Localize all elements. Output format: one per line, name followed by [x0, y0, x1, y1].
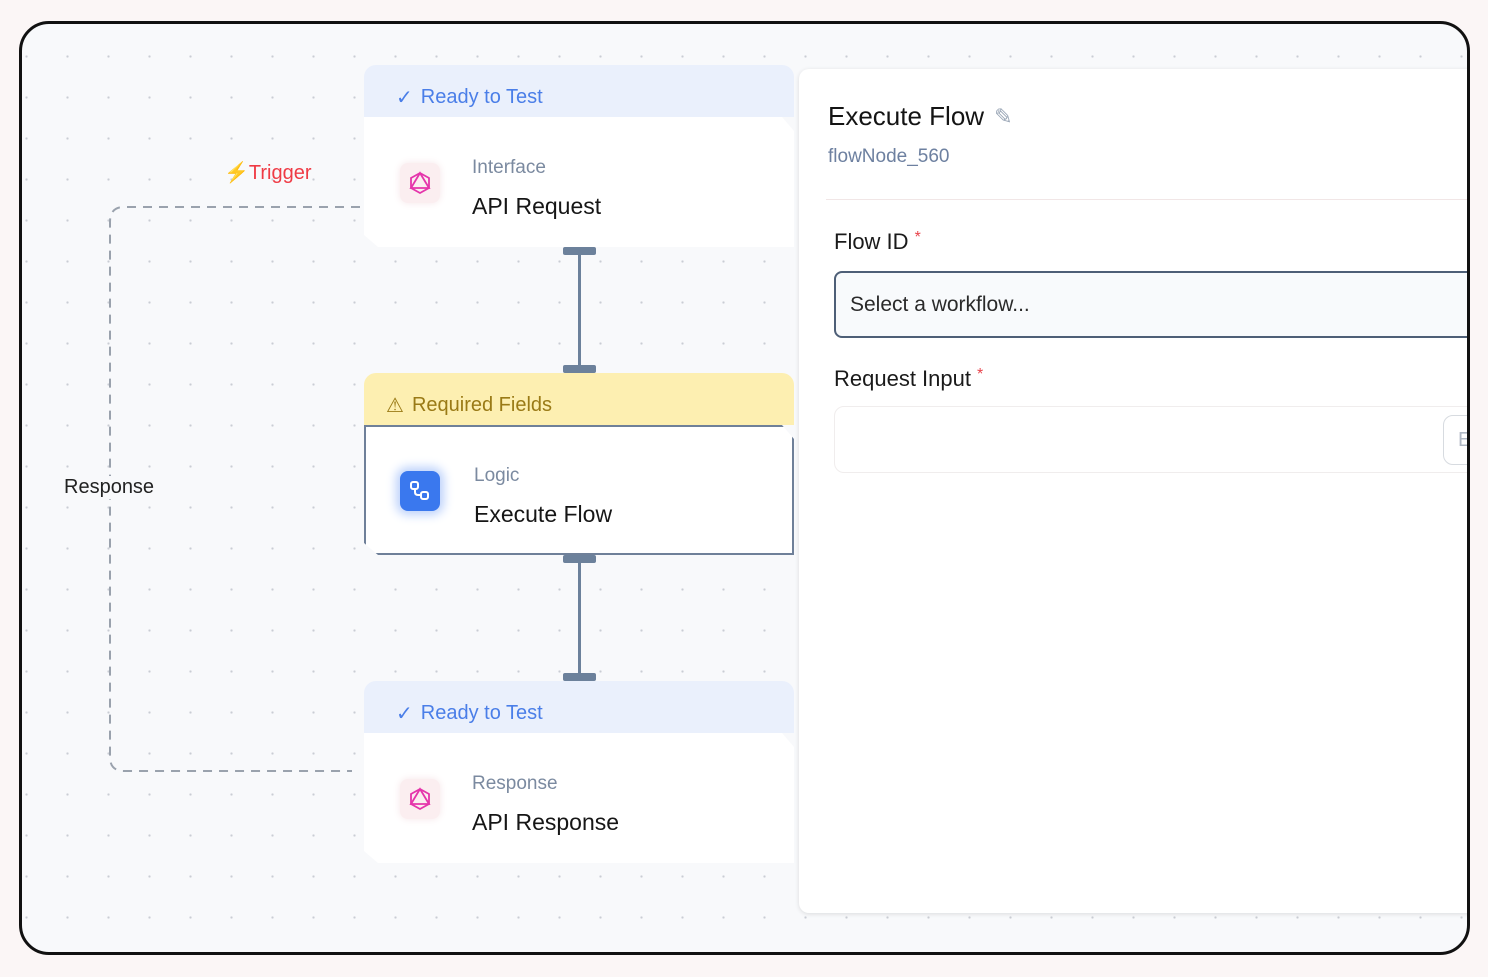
- node-status: Ready to Test: [420, 85, 543, 108]
- node-id: flowNode_560: [828, 146, 950, 167]
- check-icon: ✓: [396, 702, 413, 725]
- panel-title: Execute Flow: [828, 101, 985, 131]
- request-input-field[interactable]: E: [834, 406, 1467, 473]
- edge: [578, 560, 581, 676]
- flow-canvas[interactable]: ⚡Trigger Response ✓Ready to Test Interfa…: [19, 21, 1470, 955]
- output-handle[interactable]: [563, 555, 596, 563]
- node-api-request[interactable]: ✓Ready to Test Interface API Request: [364, 65, 794, 247]
- flow-id-label: Flow ID*: [834, 229, 921, 254]
- node-execute-flow[interactable]: ⚠Required Fields Logic Execute Flow: [364, 373, 794, 555]
- response-loop-edge: [109, 206, 360, 772]
- flow-id-select[interactable]: Select a workflow...: [834, 271, 1467, 338]
- graphql-icon: [400, 779, 440, 819]
- trigger-edge-label: ⚡Trigger: [224, 162, 312, 184]
- input-handle[interactable]: [563, 365, 596, 373]
- node-status: Ready to Test: [420, 701, 543, 724]
- warning-icon: ⚠: [386, 394, 404, 417]
- graphql-icon: [400, 163, 440, 203]
- divider: [826, 199, 1467, 200]
- request-input-mode-button[interactable]: E: [1443, 415, 1467, 465]
- request-input-label: Request Input*: [834, 366, 984, 391]
- edge: [578, 252, 581, 368]
- node-api-response[interactable]: ✓Ready to Test Response API Response: [364, 681, 794, 863]
- check-icon: ✓: [396, 86, 413, 109]
- edit-pencil-icon[interactable]: ✎: [994, 103, 1013, 129]
- node-settings-panel: Execute Flow ✎ flowNode_560 Flow ID* Sel…: [799, 69, 1467, 913]
- flow-icon: [400, 471, 440, 511]
- input-handle[interactable]: [563, 673, 596, 681]
- bolt-icon: ⚡: [224, 162, 249, 184]
- node-status: Required Fields: [411, 393, 553, 416]
- response-edge-label: Response: [62, 476, 157, 499]
- output-handle[interactable]: [563, 247, 596, 255]
